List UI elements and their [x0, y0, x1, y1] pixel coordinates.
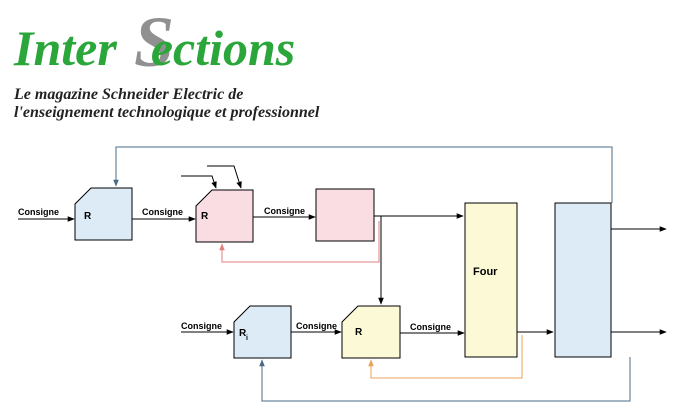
- regulator-block-2: [195, 189, 254, 243]
- output-block: [554, 202, 612, 358]
- regulator-i-label: R: [239, 328, 247, 339]
- logo-suffix: ections: [150, 20, 296, 76]
- furnace-block: [464, 202, 518, 358]
- consigne-label-3: Consigne: [264, 206, 305, 216]
- magazine-tagline: Le magazine Schneider Electric de l'ense…: [14, 86, 319, 122]
- regulator-block-i: [233, 305, 292, 359]
- regulator-label-3: R: [355, 327, 363, 338]
- regulator-block-1: [74, 187, 133, 241]
- aux-input-arrow-1: [181, 175, 217, 189]
- process-block-pink: [315, 188, 375, 242]
- consigne-label-1: Consigne: [18, 207, 59, 217]
- feedback-line-orange: [368, 335, 523, 379]
- furnace-label: Four: [473, 266, 498, 278]
- aux-input-arrow-2: [207, 165, 242, 189]
- logo-wordmark: Inter ections: [14, 18, 295, 78]
- consigne-label-6: Consigne: [410, 322, 451, 332]
- regulator-label-1: R: [84, 211, 92, 222]
- feedback-line-bottom: [259, 357, 631, 402]
- regulator-label-2: R: [201, 211, 209, 222]
- consigne-label-4: Consigne: [181, 321, 222, 331]
- regulator-block-3: [341, 305, 401, 359]
- consigne-label-2: Consigne: [142, 207, 183, 217]
- regulator-i-subscript: i: [246, 335, 248, 342]
- feedback-line-top: [113, 146, 613, 203]
- tagline-line-1: Le magazine Schneider Electric de: [14, 86, 244, 103]
- logo-big-letter: S: [134, 2, 175, 82]
- tagline-line-2: l'enseignement technologique et professi…: [14, 104, 320, 121]
- logo-prefix: Inter: [14, 20, 117, 76]
- consigne-label-5: Consigne: [296, 321, 337, 331]
- feedback-line-red: [219, 221, 380, 263]
